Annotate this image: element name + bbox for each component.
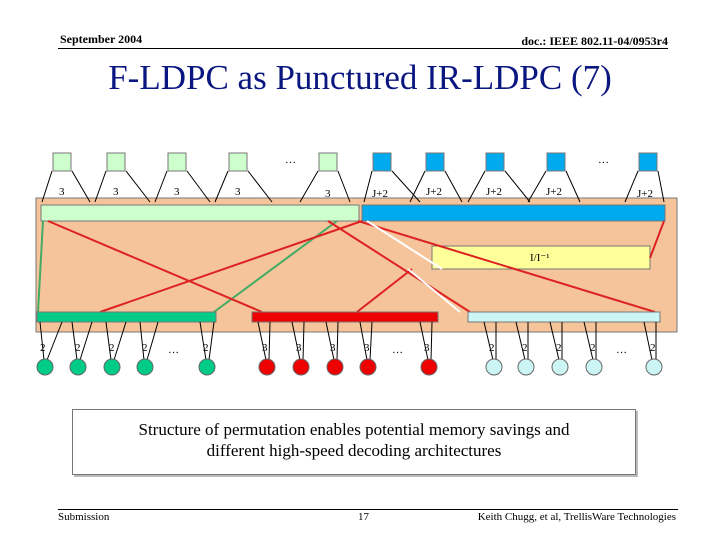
degree-label-bottom-red-4: 3 [364, 342, 370, 354]
degree-label-right-2: J+2 [426, 186, 442, 198]
interleaver-label: I/I⁻¹ [530, 252, 550, 264]
degree-label-bottom-cyan-3: 2 [556, 342, 562, 354]
bottom-teal-nodes [36, 358, 216, 376]
top-blue-nodes [372, 152, 658, 172]
permutation-wiring [37, 220, 665, 313]
bottom-green-bar [36, 311, 217, 323]
degree-label-bottom-cyan-2: 2 [522, 342, 528, 354]
degree-label-right-4: J+2 [546, 186, 562, 198]
bottom-edges [39, 321, 657, 361]
bottom-cyan-bar [467, 311, 661, 323]
degree-label-bottom-green-1: 2 [40, 342, 46, 354]
header-date: September 2004 [60, 32, 143, 46]
degree-label-left-3: 3 [174, 186, 180, 198]
footer-submission: Submission [58, 511, 110, 523]
header-doc-id: doc.: IEEE 802.11-04/0953r4 [521, 34, 668, 48]
slide-title: F-LDPC as Punctured IR-LDPC (7) [108, 58, 612, 97]
top-blue-bar [361, 204, 666, 222]
top-green-nodes [52, 152, 338, 172]
degree-label-bottom-red-5: 3 [424, 342, 430, 354]
bottom-red-bar [251, 311, 439, 323]
bottom-ellipsis-green: … [168, 344, 180, 356]
bottom-ellipsis-red: … [392, 344, 404, 356]
degree-label-right-1: J+2 [372, 188, 388, 200]
degree-label-left-4: 3 [235, 186, 241, 198]
degree-label-left-2: 3 [113, 186, 119, 198]
degree-label-left-5: 3 [325, 188, 331, 200]
top-ellipsis-right: … [598, 154, 610, 166]
caption-line-2: different high-speed decoding architectu… [206, 441, 502, 460]
degree-label-right-5: J+2 [637, 188, 653, 200]
degree-label-bottom-green-2: 2 [75, 342, 81, 354]
top-green-bar [40, 204, 360, 222]
degree-label-left-1: 3 [59, 186, 65, 198]
top-edges-green [41, 170, 351, 203]
degree-label-bottom-cyan-5: 2 [650, 342, 656, 354]
degree-label-bottom-cyan-4: 2 [590, 342, 596, 354]
header-rule [58, 48, 668, 49]
footer-authors: Keith Chugg, et al, TrellisWare Technolo… [477, 511, 676, 523]
degree-label-bottom-red-3: 3 [330, 342, 336, 354]
degree-label-bottom-red-1: 3 [262, 342, 268, 354]
caption-box: Structure of permutation enables potenti… [72, 409, 636, 475]
degree-label-bottom-red-2: 3 [296, 342, 302, 354]
ldpc-diagram [35, 152, 678, 376]
degree-label-bottom-green-5: 2 [203, 342, 209, 354]
caption-line-1: Structure of permutation enables potenti… [138, 420, 570, 439]
top-edges-blue [363, 170, 665, 203]
top-ellipsis-left: … [285, 154, 297, 166]
bottom-cyan-nodes [485, 358, 663, 376]
degree-label-bottom-green-4: 2 [142, 342, 148, 354]
degree-label-bottom-cyan-1: 2 [489, 342, 495, 354]
degree-label-right-3: J+2 [486, 186, 502, 198]
bottom-ellipsis-cyan: … [616, 344, 628, 356]
footer-page-number: 17 [358, 511, 369, 523]
footer-rule [58, 509, 678, 510]
degree-label-bottom-green-3: 2 [109, 342, 115, 354]
bottom-red-nodes [258, 358, 438, 376]
